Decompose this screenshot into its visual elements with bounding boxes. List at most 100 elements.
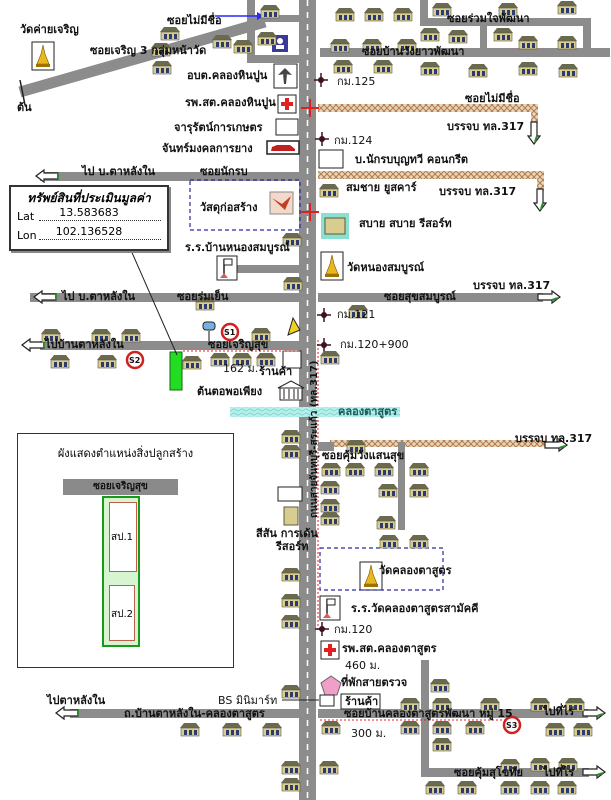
label-shop-2: ร้านค้า [345,695,379,708]
label-road-khumwang: ซอยคุ้มวังแสนสุข [322,449,405,462]
km-marker-121 [316,307,332,323]
label-ton: ต้น [17,101,32,114]
label-km-124: กม.124 [334,134,373,147]
pointer-line [129,247,178,356]
label-chanmongkol: จันทร์มงคลการยาง [162,142,253,155]
jarurat-box [275,118,299,136]
sisan-resort-icon [283,506,299,526]
label-hospital-khlongtasut: รพ.สต.คลองตาสูตร [342,642,437,655]
label-km-125: กม.125 [337,75,376,88]
km-marker-120 [314,621,330,637]
label-road-moo15: ซอยบ้านคลองตาสูตรพัฒนา หมู่ 15 [344,707,513,720]
sign-s3-label: S3 [506,721,518,730]
label-obt: อบต.คลองหินปูน [187,69,268,82]
label-ton-tor: ต้นตอพอเพียง [197,385,263,398]
construction-area [189,179,301,231]
label-road-wangyao: ซอยบ้านวังยาวพัฒนา [362,45,465,58]
property-plot [169,351,183,391]
label-road-no-name-dirt: ซอยไม่มีชื่อ [465,92,520,105]
label-km-120-900: กม.120+900 [340,338,409,351]
label-construction: วัสดุก่อสร้าง [200,201,258,214]
label-checkpoint: ที่พักสายตรวจ [341,676,408,689]
label-join-317-b: บรรจบ ทล.317 [439,185,517,198]
label-to-taklang-3: ไปบ้านตาหลังใน [45,338,124,351]
label-jarurat: จารุรัตน์การเกษตร [174,121,263,134]
shrine-icon [287,316,301,336]
label-road-ruamjai: ซอยร่วมใจพัฒนา [447,12,530,25]
property-info-box: ทรัพย์สินที่ประเมินมูลค่า Lat 13.583683 … [9,185,169,251]
dirt-road-no-name [318,104,538,112]
lat-label: Lat [17,210,35,223]
label-road-charoensuk: ซอยเจริญสุข [208,338,269,351]
km-marker-125 [313,72,329,88]
hospital-icon [320,640,340,660]
label-to-farm-2: ไปที่ไร่ [543,766,575,779]
label-km-121: กม.121 [337,308,376,321]
legend-building-1: สป.1 [109,502,137,572]
school-icon [319,595,341,621]
sign-s1-label: S1 [224,328,236,337]
label-shop-1: ร้านค้า [259,365,293,378]
wat-khlongtasut-area [319,547,444,591]
canal [230,407,400,417]
label-school-khlongtasut: ร.ร.วัดคลองตาสูตรสามัคคี [351,602,479,615]
label-join-317-c: บรรจบ ทล.317 [473,279,551,292]
label-distance-162: 162 ม. [223,362,259,375]
label-sisan-resort: รีสอร์ท [276,540,309,553]
lon-value: 102.136528 [55,225,123,238]
label-sisan: สีสัน การเด้น [256,527,318,540]
hospital-icon [277,94,297,114]
label-somchai: สมชาย ยูสคาร์ [346,181,417,194]
sisan-box [277,486,303,502]
label-hospital-hinpun: รพ.สต.คลองหินปูน [185,96,276,109]
label-to-taklang-1: ไป บ.ตาหลังใน [82,165,156,178]
label-join-317-d: บรรจบ ทล.317 [515,432,593,445]
concrete-box [318,149,344,169]
lon-label: Lon [17,229,37,242]
label-road-nakrob: ซอยนักรบ [200,165,248,178]
construction-icon [269,191,294,215]
shop-box-2 [340,693,381,710]
label-road-charoen3: ซอยเจริญ 3 กลุ่มหน้าวัด [90,44,207,57]
label-distance-460: 460 ม. [345,659,381,672]
water-tower-icon [202,321,216,331]
km-marker-120-900 [316,337,332,353]
legend-title: ผังแสดงตำแหน่งสิ่งปลูกสร้าง [57,447,194,460]
km-marker-124 [314,131,330,147]
label-to-taklang-4: ไปตาหลังใน [47,694,106,707]
label-to-taklang-2: ไป บ.ตาหลังใน [62,290,136,303]
building-layout-legend: ผังแสดงตำแหน่งสิ่งปลูกสร้าง ซอยเจริญสุข … [17,433,234,668]
label-road-taklang: ถ.บ้านตาหลังใน-คลองตาสูตร [124,707,265,720]
arrow-down-1 [527,121,541,145]
bs-minimart-box [319,694,335,707]
road-charoen3 [18,16,267,98]
legend-building-2: สป.2 [109,585,135,641]
lat-value: 13.583683 [59,206,119,219]
label-bs-minimart: BS มินิมาร์ท [218,694,278,707]
label-join-317-a: บรรจบ ทล.317 [447,120,525,133]
temple-icon [320,251,344,281]
sign-s2-label: S2 [129,356,141,365]
label-road-suksomboon: ซอยสุขสมบูรณ์ [384,290,456,303]
label-main-road: ถนนสายจันทบุรี-สระแก้ว (ทล.317) [309,360,320,518]
label-sabai: สบาย สบาย รีสอร์ท [359,217,452,230]
label-wat-khaicharoen: วัดค่ายเจริญ [20,23,79,36]
legend-road: ซอยเจริญสุข [63,479,178,495]
checkpoint-icon [320,675,342,696]
label-wat-khlongtasut: วัดคลองตาสูตร [379,564,452,577]
label-wat-nongsomboon: วัดหนองสมบูรณ์ [347,261,425,274]
temple-icon [31,41,55,71]
label-school-nongsomboon: ร.ร.บ้านหนองสมบูรณ์ [185,241,290,254]
label-distance-300: 300 ม. [351,727,387,740]
label-km-120: กม.120 [334,623,373,636]
label-canal: คลองตาสูตร [338,405,398,418]
label-road-khumsukhothai: ซอยคุ้มสุโขทัย [454,766,523,779]
label-nakrob-concrete: บ.นักรบบุญทวี คอนกรีต [355,153,469,166]
arrow-down-2 [533,188,547,212]
label-road-romyen: ซอยร่มเย็น [177,290,229,303]
label-road-no-name-top: ซอยไม่มีชื่อ [167,14,222,27]
label-to-farm-1: ไปที่ไร่ [543,705,575,718]
legend-plot: สป.1 สป.2 [102,496,140,647]
bank-icon [277,380,305,401]
